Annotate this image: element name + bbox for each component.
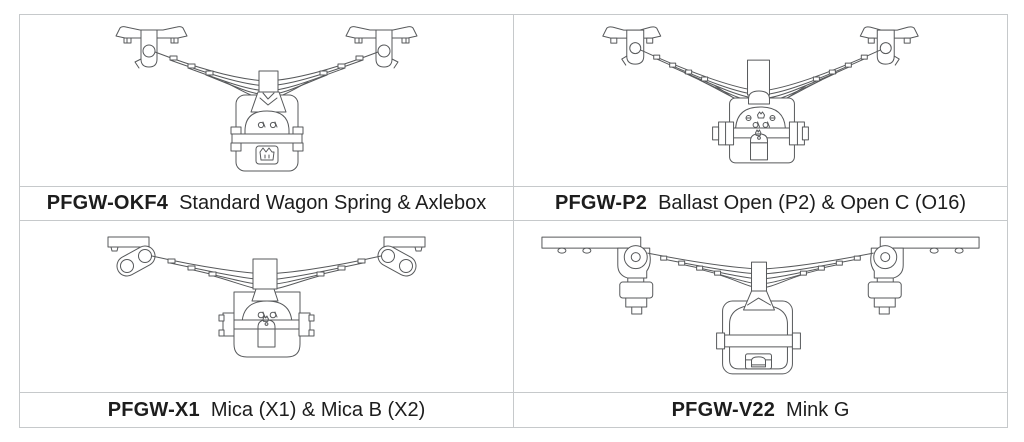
pfgw-okf4-figure <box>20 15 513 186</box>
caption-pfgw-p2: PFGW-P2 Ballast Open (P2) & Open C (O16) <box>514 186 1007 221</box>
pfgw-v22-figure <box>514 221 1007 392</box>
pfgw-x1-figure <box>20 221 513 392</box>
leaf-spring-axlebox-diagram <box>107 236 426 358</box>
spring-hanger-left <box>115 26 188 69</box>
product-description: Ballast Open (P2) & Open C (O16) <box>658 192 967 214</box>
axlebox <box>230 70 304 172</box>
product-description: Mica (X1) & Mica B (X2) <box>210 398 426 421</box>
axlebox <box>218 258 315 358</box>
spring-shackle-left <box>107 236 156 277</box>
panel-pfgw-x1[interactable]: PFGW-X1 Mica (X1) & Mica B (X2) <box>20 221 513 427</box>
leaf-spring-axlebox-diagram <box>602 26 919 164</box>
axlebox <box>716 261 801 375</box>
caption-pfgw-v22: PFGW-V22 Mink G <box>514 392 1007 427</box>
panel-pfgw-p2[interactable]: PFGW-P2 Ballast Open (P2) & Open C (O16) <box>513 15 1007 221</box>
panel-pfgw-v22[interactable]: PFGW-V22 Mink G <box>513 221 1007 427</box>
eye-bracket-left <box>541 236 654 315</box>
product-code: PFGW-P2 <box>554 192 648 214</box>
pfgw-p2-figure <box>514 15 1007 186</box>
axlebox <box>712 59 809 164</box>
spring-hanger-right <box>859 26 919 66</box>
product-code: PFGW-X1 <box>107 398 200 421</box>
leaf-spring-axlebox-diagram <box>115 26 418 172</box>
leaf-spring-axlebox-diagram <box>541 236 980 375</box>
caption-pfgw-okf4: PFGW-OKF4 Standard Wagon Spring & Axlebo… <box>20 186 513 221</box>
spring-hanger-left <box>602 26 662 66</box>
panel-pfgw-okf4[interactable]: PFGW-OKF4 Standard Wagon Spring & Axlebo… <box>20 15 513 221</box>
spring-shackle-right <box>373 236 426 281</box>
product-code: PFGW-OKF4 <box>46 192 169 214</box>
product-description: Mink G <box>786 398 850 421</box>
catalog-grid: PFGW-OKF4 Standard Wagon Spring & Axlebo… <box>19 14 1008 428</box>
caption-pfgw-x1: PFGW-X1 Mica (X1) & Mica B (X2) <box>20 392 513 427</box>
product-description: Standard Wagon Spring & Axlebox <box>179 192 487 214</box>
product-code: PFGW-V22 <box>671 398 776 421</box>
eye-bracket-right <box>867 236 980 315</box>
